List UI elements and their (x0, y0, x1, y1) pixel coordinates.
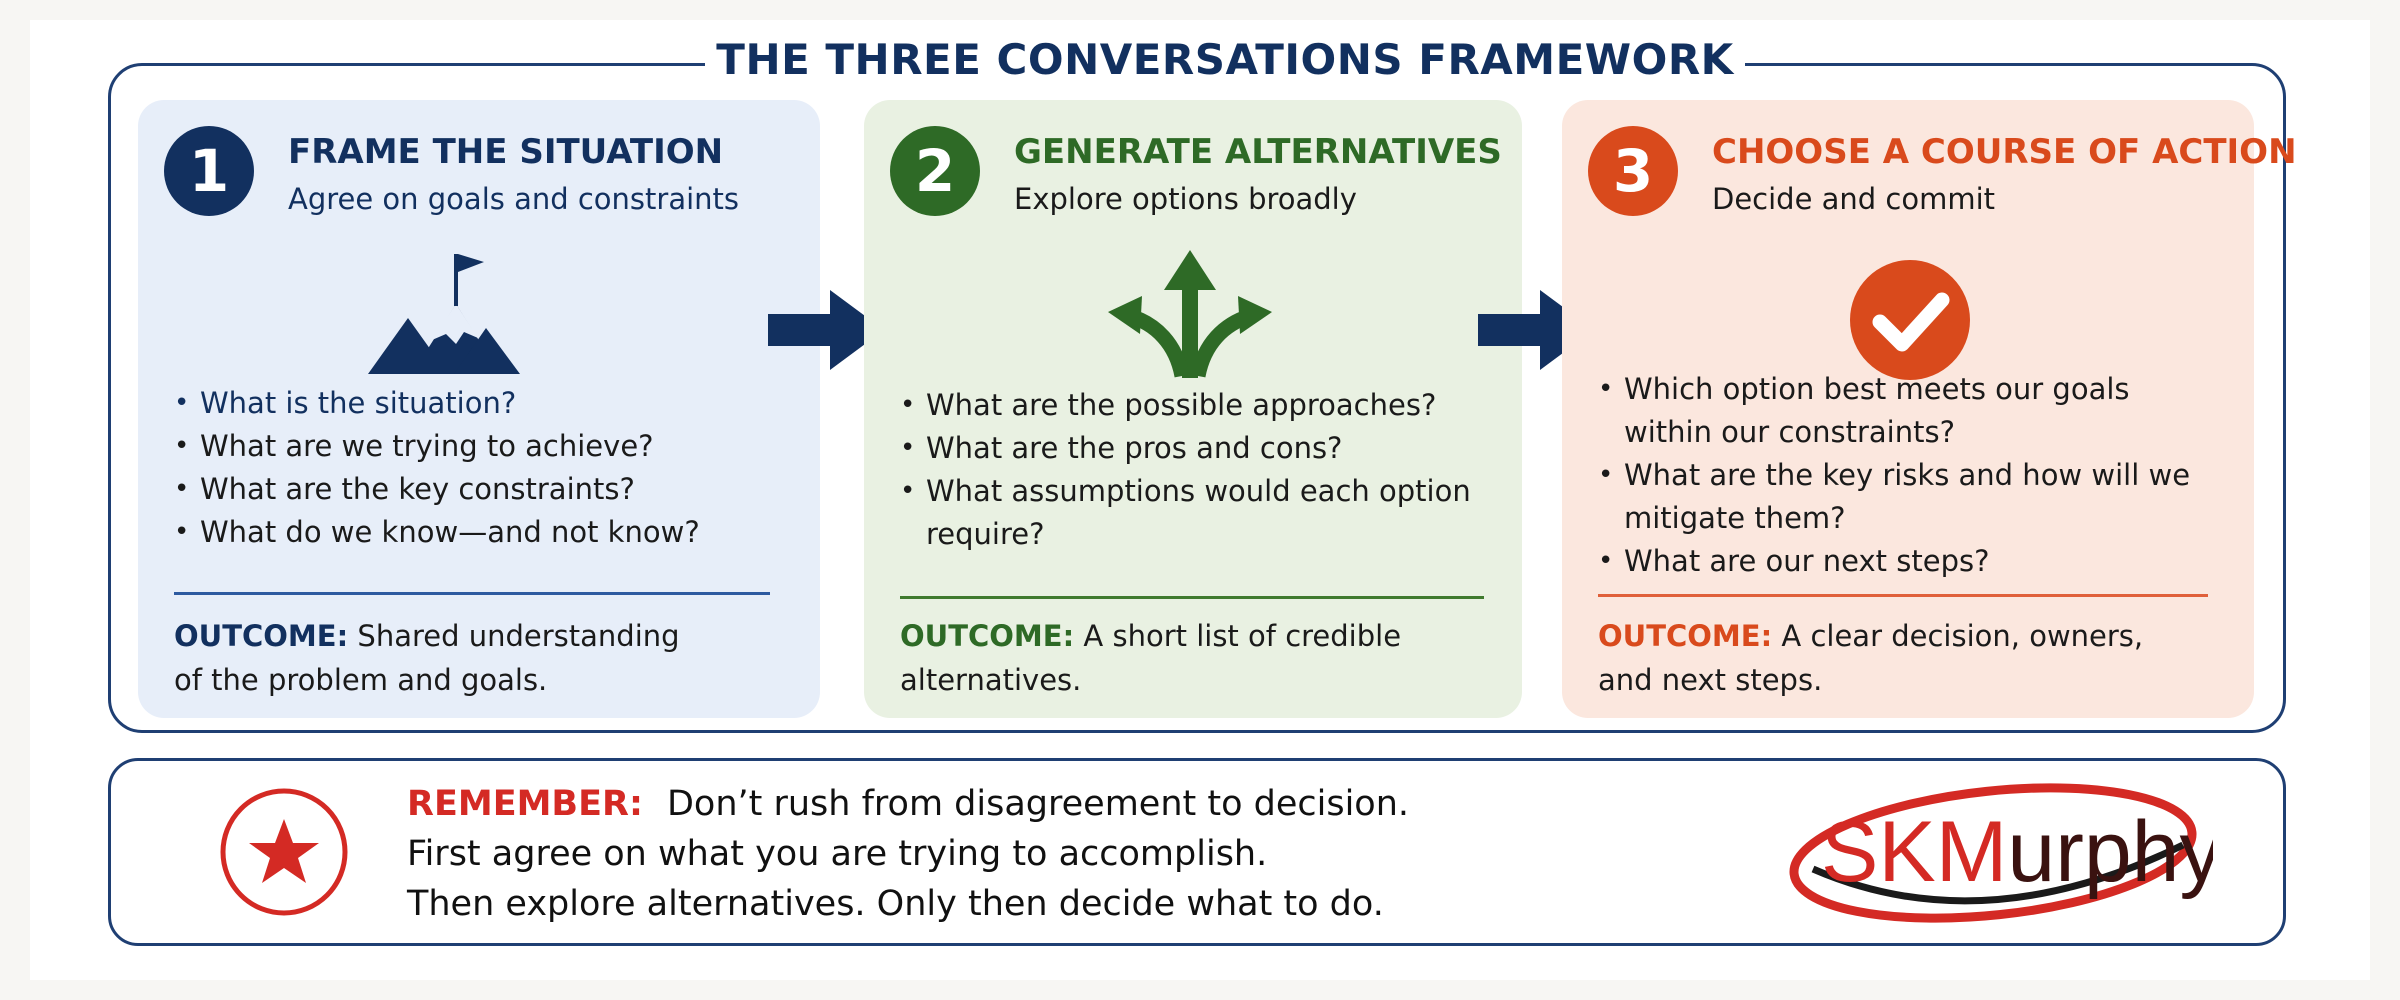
outcome-text: OUTCOME: Shared understanding of the pro… (174, 614, 680, 702)
list-item: What are the possible approaches? (900, 384, 1480, 427)
step-number-badge: 3 (1588, 126, 1678, 216)
star-icon (217, 785, 351, 919)
outcome-line: of the problem and goals. (174, 663, 548, 697)
panel-frame-situation: 1 FRAME THE SITUATION Agree on goals and… (138, 100, 820, 718)
question-list: Which option best meets our goals within… (1598, 368, 2198, 583)
list-item: What is the situation? (174, 382, 700, 425)
panel-heading: CHOOSE A COURSE OF ACTION (1712, 132, 2297, 172)
list-item: What are the key risks and how will we m… (1598, 454, 2198, 540)
list-item: What are our next steps? (1598, 540, 2198, 583)
panel-heading: GENERATE ALTERNATIVES (1014, 132, 1502, 172)
outcome-text: OUTCOME: A short list of credible altern… (900, 614, 1401, 702)
svg-text:SKMurphy: SKMurphy (1821, 804, 2213, 900)
panel-choose-action: 3 CHOOSE A COURSE OF ACTION Decide and c… (1562, 100, 2297, 718)
list-item: Which option best meets our goals within… (1598, 368, 2198, 454)
logo-text-sk: SK (1821, 804, 1936, 900)
panel-subheading: Agree on goals and constraints (288, 182, 740, 216)
outcome-line: A clear decision, owners, (1781, 619, 2144, 653)
logo-text-rest: urphy (2007, 804, 2213, 900)
outcome-line: A short list of credible (1083, 619, 1402, 653)
outcome-text: OUTCOME: A clear decision, owners, and n… (1598, 614, 2143, 702)
reminder-text: REMEMBER: Don’t rush from disagreement to… (407, 779, 1409, 929)
outcome-line: Shared understanding (357, 619, 680, 653)
reminder-line: Then explore alternatives. Only then dec… (407, 884, 1384, 924)
page-title: THE THREE CONVERSATIONS FRAMEWORK (705, 30, 1745, 90)
logo-text-m: M (1936, 804, 2008, 900)
skmurphy-logo: SKMurphy (1783, 773, 2223, 933)
mountain-flag-icon (368, 252, 528, 378)
reminder-line: First agree on what you are trying to ac… (407, 834, 1268, 874)
question-list: What is the situation? What are we tryin… (174, 382, 700, 554)
panel-subheading: Explore options broadly (1014, 182, 1357, 216)
reminder-line: Don’t rush from disagreement to decision… (666, 784, 1410, 824)
outcome-label: OUTCOME: (174, 619, 349, 653)
panel-heading: FRAME THE SITUATION (288, 132, 724, 172)
list-item: What do we know—and not know? (174, 511, 700, 554)
branching-arrows-icon (1100, 250, 1280, 378)
checkmark-circle-icon (1848, 258, 1972, 382)
divider (900, 596, 1484, 599)
list-item: What are we trying to achieve? (174, 425, 700, 468)
outcome-line: alternatives. (900, 663, 1082, 697)
step-number-badge: 2 (890, 126, 980, 216)
list-item: What are the pros and cons? (900, 427, 1480, 470)
right-arrow-icon (768, 290, 884, 370)
outcome-line: and next steps. (1598, 663, 1823, 697)
panel-generate-alternatives: 2 GENERATE ALTERNATIVES Explore options … (864, 100, 1522, 718)
reminder-label: REMEMBER: (407, 784, 643, 824)
outcome-label: OUTCOME: (900, 619, 1075, 653)
panel-subheading: Decide and commit (1712, 182, 1996, 216)
list-item: What are the key constraints? (174, 468, 700, 511)
step-number-badge: 1 (164, 126, 254, 216)
divider (174, 592, 770, 595)
reminder-box: REMEMBER: Don’t rush from disagreement to… (108, 758, 2286, 946)
question-list: What are the possible approaches? What a… (900, 384, 1480, 556)
outcome-label: OUTCOME: (1598, 619, 1773, 653)
divider (1598, 594, 2208, 597)
list-item: What assumptions would each option requi… (900, 470, 1480, 556)
